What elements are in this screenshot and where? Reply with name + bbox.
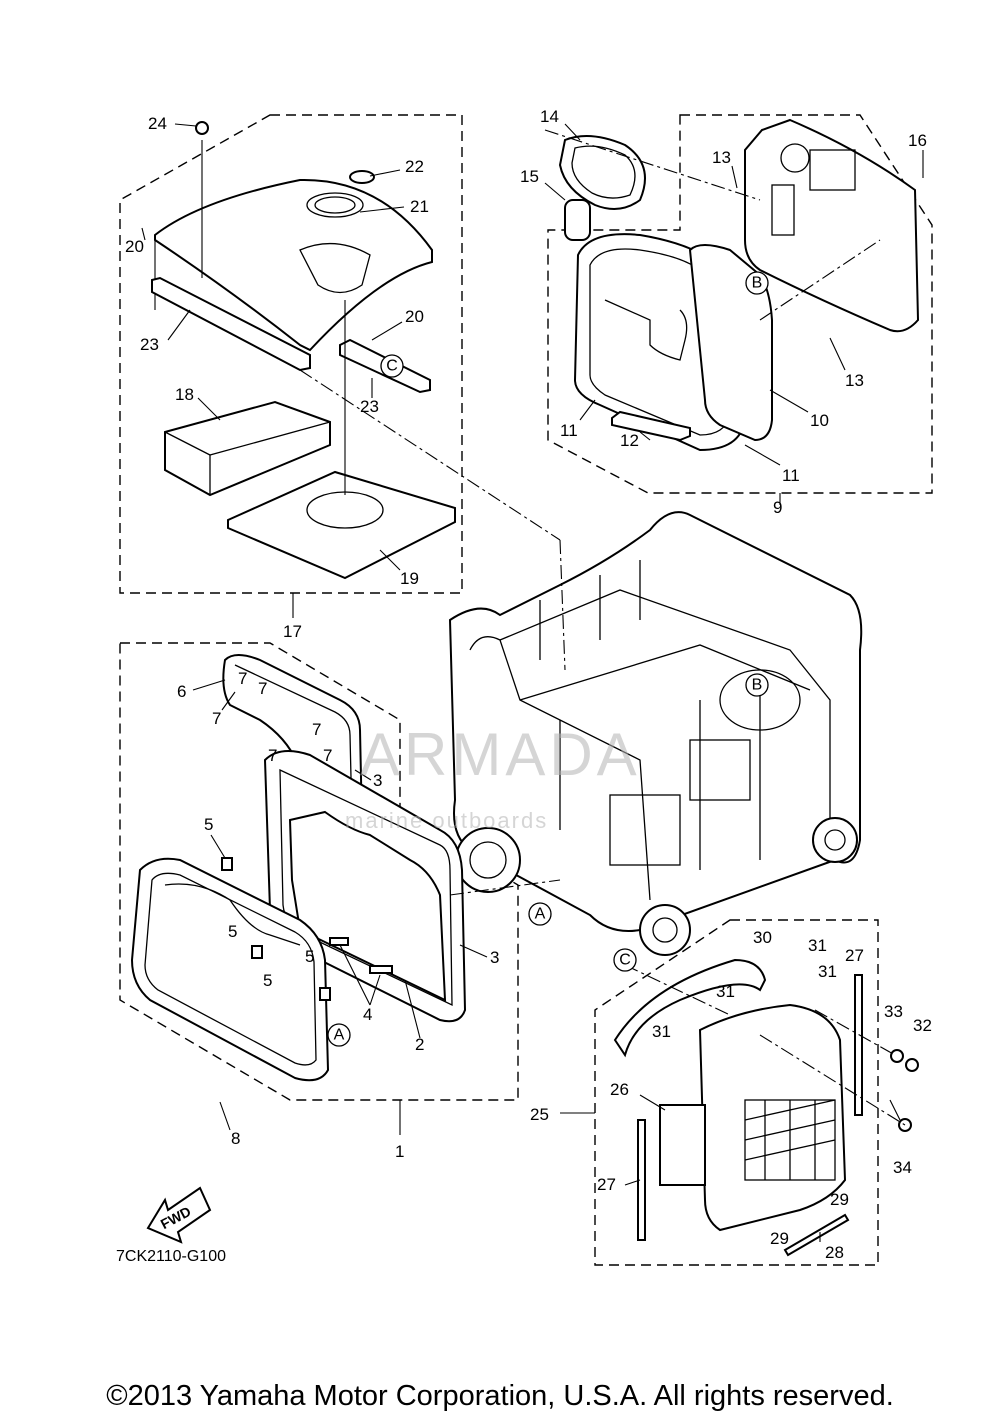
callout-3b: 3	[490, 948, 499, 967]
seal-15	[564, 199, 591, 241]
callout-30: 30	[753, 928, 772, 947]
callout-7f: 7	[323, 746, 332, 765]
bolts-32-33-34	[890, 1049, 919, 1132]
callout-26: 26	[610, 1080, 629, 1099]
callout-13b: 13	[845, 371, 864, 390]
group-17-boundary	[119, 114, 463, 594]
ref-b-rear: B	[745, 271, 769, 295]
callout-29b: 29	[770, 1229, 789, 1248]
callout-6: 6	[177, 682, 186, 701]
callout-12: 12	[620, 431, 639, 450]
callout-22: 22	[405, 157, 424, 176]
callout-7e: 7	[268, 746, 277, 765]
callout-31c: 31	[716, 982, 735, 1001]
ref-c-top: C	[380, 354, 404, 378]
callout-3a: 3	[373, 771, 382, 790]
main-frame	[448, 511, 863, 956]
diagram-code: 7CK2110-G100	[116, 1248, 226, 1265]
strips-27	[637, 974, 863, 1241]
pad-26	[659, 1104, 706, 1186]
copyright-notice: ©2013 Yamaha Motor Corporation, U.S.A. A…	[106, 1380, 894, 1412]
group-1-boundary	[119, 642, 519, 1101]
callout-5c: 5	[263, 971, 272, 990]
callout-16: 16	[908, 131, 927, 150]
svg-text:B: B	[752, 275, 763, 292]
clips-5	[221, 857, 393, 1001]
callout-4: 4	[363, 1005, 372, 1024]
callout-5b: 5	[228, 922, 237, 941]
ref-b-frame: B	[745, 673, 769, 697]
ref-c-side: C	[613, 948, 637, 972]
callout-19: 19	[400, 569, 419, 588]
ref-a-frame: A	[528, 902, 552, 926]
callout-33: 33	[884, 1002, 903, 1021]
callout-7b: 7	[258, 679, 267, 698]
ref-a-front: A	[327, 1023, 351, 1047]
callout-7c: 7	[212, 709, 221, 728]
watermark-brand: ARMADA	[360, 721, 641, 788]
group-25-boundary	[594, 919, 879, 1266]
callout-29a: 29	[830, 1190, 849, 1209]
callout-1: 1	[395, 1142, 404, 1161]
top-cover	[154, 178, 433, 352]
watermark-tagline: marine outboards	[345, 808, 549, 833]
callout-34: 34	[893, 1158, 912, 1177]
svg-text:A: A	[334, 1027, 345, 1044]
callout-31d: 31	[652, 1022, 671, 1041]
callout-7a: 7	[238, 669, 247, 688]
svg-text:B: B	[752, 677, 763, 694]
callout-20a: 20	[125, 237, 144, 256]
callout-27a: 27	[597, 1175, 616, 1194]
fwd-arrow-icon: FWD	[146, 1186, 212, 1244]
tank-cap	[349, 170, 375, 184]
callout-10: 10	[810, 411, 829, 430]
callout-8: 8	[231, 1129, 240, 1148]
strip-28	[783, 1213, 850, 1257]
callout-31a: 31	[808, 936, 827, 955]
callout-23b: 23	[360, 397, 379, 416]
callout-2: 2	[415, 1035, 424, 1054]
callout-18: 18	[175, 385, 194, 404]
svg-text:C: C	[619, 952, 631, 969]
svg-text:A: A	[535, 906, 546, 923]
rear-cover	[744, 118, 920, 333]
callout-7d: 7	[312, 720, 321, 739]
svg-text:C: C	[386, 358, 398, 375]
callout-15: 15	[520, 167, 539, 186]
front-cover	[130, 857, 330, 1082]
strip-12	[611, 410, 691, 442]
callout-11b: 11	[782, 466, 800, 485]
callout-5a: 5	[204, 815, 213, 834]
leader-lines	[141, 123, 924, 1242]
callout-23a: 23	[140, 335, 159, 354]
callout-14: 14	[540, 107, 559, 126]
callout-13a: 13	[712, 148, 731, 167]
callout-20b: 20	[405, 307, 424, 326]
sheet-19	[227, 470, 456, 580]
callout-5d: 5	[305, 947, 314, 966]
callout-31b: 31	[818, 962, 837, 981]
duct-14	[558, 135, 646, 210]
callout-24: 24	[148, 114, 167, 133]
side-cover	[698, 1003, 847, 1232]
seal-30	[613, 958, 767, 1058]
callout-21: 21	[410, 197, 429, 216]
callout-17: 17	[283, 622, 302, 641]
pad-18	[164, 400, 331, 497]
callout-27b: 27	[845, 946, 864, 965]
callout-labels: 24 22 21 20 20 23 23 18 19 17 14 15 13 1…	[125, 107, 932, 1262]
pad-2	[288, 810, 447, 1002]
callout-9: 9	[773, 498, 782, 517]
callout-32: 32	[913, 1016, 932, 1035]
pad-10	[688, 244, 773, 442]
callout-25: 25	[530, 1105, 549, 1124]
callout-28: 28	[825, 1243, 844, 1262]
callout-11a: 11	[560, 421, 578, 440]
